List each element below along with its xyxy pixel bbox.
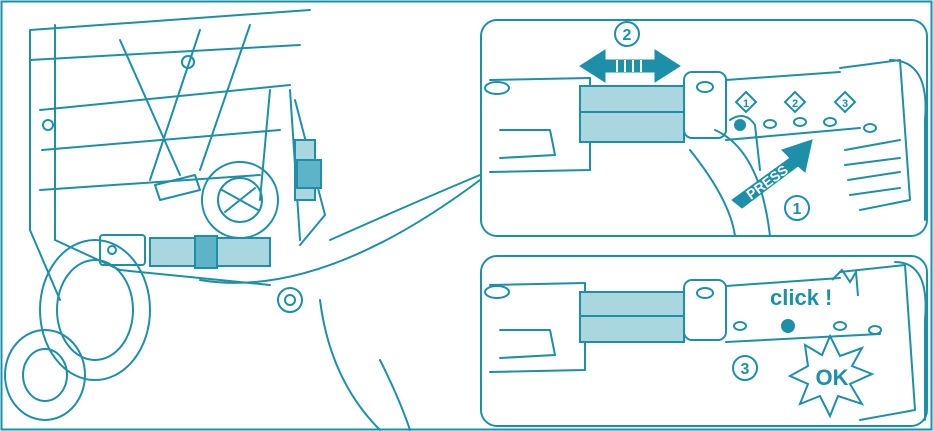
- vertical-strut: [294, 99, 326, 246]
- rear-wheel-small: [4, 329, 86, 421]
- top-rail: [725, 71, 861, 141]
- overview-tube-sleeve: [194, 235, 218, 269]
- handle-arc-1: [199, 179, 481, 284]
- position-label-1: 1: [743, 98, 749, 110]
- top-push-button: [734, 119, 746, 131]
- connector-dot: [107, 245, 117, 255]
- front-wheel-hub: [217, 177, 263, 223]
- top-rail-hole-4: [863, 123, 877, 133]
- top-hand: [689, 129, 771, 237]
- bottom-left-hole: [484, 285, 510, 299]
- bottom-locked-button: [781, 319, 795, 333]
- position-marker-2: [783, 90, 807, 114]
- hinge-left: [42, 119, 54, 131]
- handle-arc-2: [329, 174, 481, 241]
- handle-arc-4: [379, 359, 411, 431]
- panel-press-detail: 2 1 2 3 PRESS 1: [480, 19, 928, 237]
- position-markers: 1 2 3: [734, 90, 857, 114]
- top-left-hole: [484, 81, 510, 95]
- top-rail-hole-1: [763, 119, 777, 129]
- step-2-number: 2: [623, 27, 632, 44]
- footrest: [154, 174, 201, 201]
- bottom-rail-hole-4: [868, 325, 882, 335]
- hinge-knob: [277, 287, 303, 313]
- position-marker-1: [734, 90, 758, 114]
- top-rail-hole-2: [793, 117, 807, 127]
- top-collar-hole: [696, 81, 714, 93]
- bottom-housing: [839, 264, 916, 421]
- overview-tube-vertical-sleeve: [296, 159, 322, 189]
- top-left-latch: [499, 129, 556, 159]
- tube-connector-left: [99, 234, 146, 266]
- frame-legs: [29, 89, 301, 301]
- rear-wheel-large: [39, 239, 151, 381]
- top-rail-hole-3: [823, 117, 837, 127]
- step-2-badge: [614, 21, 640, 47]
- panel-click-detail: click ! OK 3: [480, 255, 928, 427]
- step-1-badge: [784, 195, 810, 221]
- bottom-left-latch: [499, 329, 556, 359]
- bottom-rail-hole-3: [833, 321, 847, 331]
- ok-starburst: OK: [787, 333, 875, 419]
- top-housing-edge: [889, 59, 927, 221]
- step-3-number: 3: [741, 361, 750, 378]
- top-tube: [579, 85, 685, 143]
- position-label-2: 2: [792, 98, 798, 110]
- rear-wheel-inner: [56, 259, 134, 361]
- stroller-overview: [4, 9, 481, 431]
- click-burst: [831, 268, 859, 297]
- slide-arrow: [579, 49, 681, 83]
- bottom-collar-hole: [696, 287, 714, 299]
- position-marker-3: [833, 90, 857, 114]
- bottom-housing-edge: [894, 261, 927, 421]
- step-3-badge: [732, 355, 758, 381]
- bottom-rail-hole-1: [733, 321, 747, 331]
- overview-highlighted-tubes: [149, 139, 322, 269]
- hinge-knob-center: [284, 294, 296, 306]
- handle-arc-3: [319, 299, 381, 431]
- ok-label: OK: [816, 365, 849, 390]
- click-label: click !: [770, 285, 832, 310]
- seat-frame: [29, 9, 311, 241]
- top-finger: [729, 115, 761, 171]
- seat-struts: [119, 24, 251, 181]
- step-1-number: 1: [793, 201, 802, 218]
- hinge-upper: [181, 55, 195, 69]
- top-housing: [839, 59, 911, 211]
- bottom-rail: [725, 277, 881, 343]
- rear-wheel-small-inner: [22, 348, 68, 402]
- seat-crossbars: [39, 84, 291, 191]
- front-wheel-spokes: [221, 187, 259, 213]
- position-label-3: 3: [842, 98, 848, 110]
- top-housing-ribs: [844, 139, 901, 196]
